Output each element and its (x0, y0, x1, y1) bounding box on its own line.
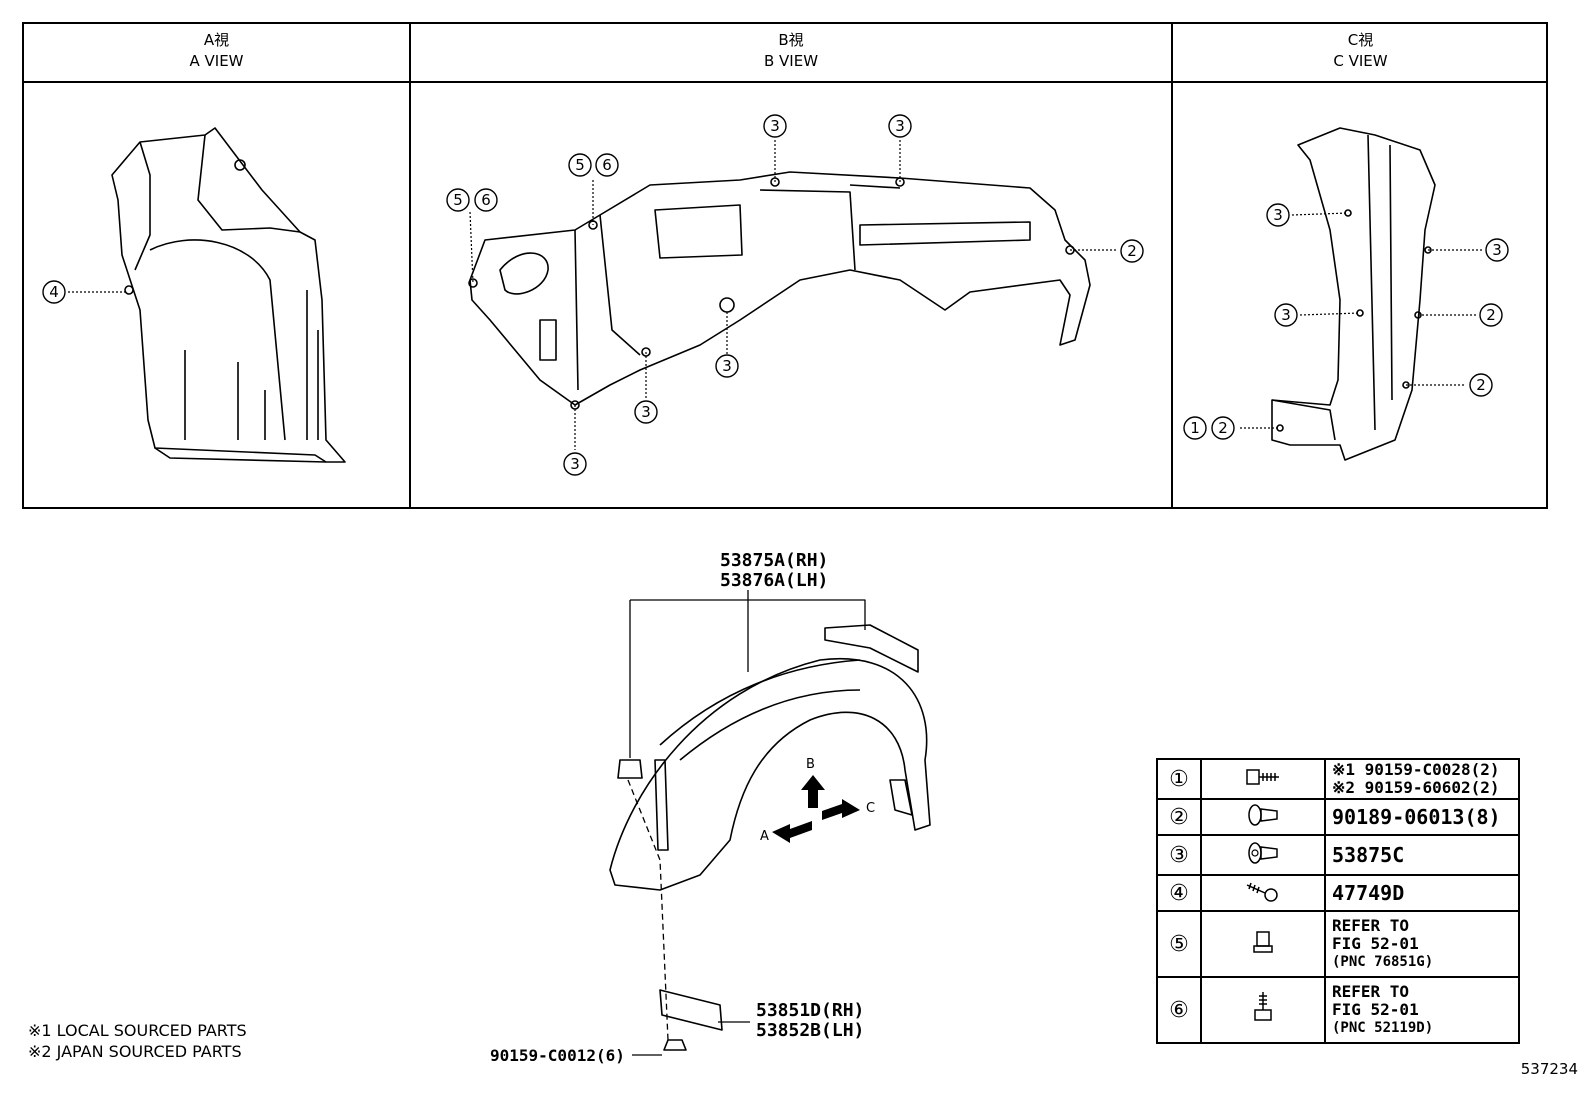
legend-part: 90189-06013(8) (1324, 798, 1520, 836)
legend-number: ③ (1156, 834, 1202, 876)
legend-part: 47749D (1324, 874, 1520, 912)
callout-b-5: 5 (446, 188, 470, 212)
legend-number: ② (1156, 798, 1202, 836)
svg-text:5: 5 (453, 191, 463, 209)
parts-legend: ① ※1 90159-C0028(2)※2 90159-60602(2) ② 9… (1156, 758, 1520, 1044)
svg-text:3: 3 (1281, 306, 1291, 324)
view-divider (1171, 24, 1173, 507)
callout-b-3: 3 (634, 400, 658, 424)
callout-c-3: 3 (1274, 303, 1298, 327)
callout-c-3: 3 (1485, 238, 1509, 262)
view-divider (409, 24, 411, 507)
svg-text:3: 3 (570, 455, 580, 473)
view-a-jp: A視 (203, 31, 230, 49)
svg-text:3: 3 (1273, 206, 1283, 224)
view-b-jp: B視 (778, 31, 804, 49)
svg-text:3: 3 (770, 117, 780, 135)
callout-b-3: 3 (715, 354, 739, 378)
nut-icon (1200, 910, 1326, 978)
callout-b-5: 5 (568, 153, 592, 177)
bolt-icon (1200, 976, 1326, 1044)
clip-icon (1200, 798, 1326, 836)
callout-c-2: 2 (1211, 416, 1235, 440)
note-japan: ※2 JAPAN SOURCED PARTS (28, 1042, 242, 1061)
header-divider (24, 81, 1546, 83)
views-frame: A視 A VIEW B視 B VIEW C視 C VIEW (22, 22, 1548, 509)
callout-b-3: 3 (563, 452, 587, 476)
svg-text:5: 5 (575, 156, 585, 174)
svg-text:3: 3 (1492, 241, 1502, 259)
legend-row: ② 90189-06013(8) (1156, 798, 1520, 836)
callout-b-3: 3 (888, 114, 912, 138)
svg-text:4: 4 (49, 283, 59, 301)
c-view-liner (1271, 127, 1436, 461)
note-local: ※1 LOCAL SOURCED PARTS (28, 1021, 247, 1040)
view-b-en: B VIEW (763, 52, 819, 70)
bracket-rh-label: 53851D(RH) (756, 1000, 865, 1021)
main-liner (609, 624, 931, 1051)
view-b-header: B視 B VIEW (411, 30, 1171, 72)
legend-number: ⑤ (1156, 910, 1202, 978)
sourcing-notes: ※1 LOCAL SOURCED PARTS ※2 JAPAN SOURCED … (28, 1020, 247, 1062)
svg-text:6: 6 (602, 156, 612, 174)
screw-label: 90159-C0012(6) (490, 1046, 625, 1065)
legend-row: ① ※1 90159-C0028(2)※2 90159-60602(2) (1156, 758, 1520, 800)
legend-number: ① (1156, 758, 1202, 800)
screw-icon (1200, 758, 1326, 800)
callout-b-2: 2 (1120, 239, 1144, 263)
arrow-b-label: B (806, 757, 815, 772)
arrow-c-label: C (866, 801, 875, 816)
arrow-a-label: A (760, 829, 769, 844)
figure-number: 537234 (1520, 1060, 1578, 1078)
callout-b-3: 3 (763, 114, 787, 138)
b-view-liner (468, 171, 1091, 410)
callout-c-1: 1 (1183, 416, 1207, 440)
callout-a-4: 4 (42, 280, 66, 304)
bracket-lh-label: 53852B(LH) (756, 1020, 865, 1041)
legend-row: ③ 53875C (1156, 834, 1520, 876)
liner-lh-label: 53876A(LH) (720, 570, 829, 591)
svg-text:3: 3 (895, 117, 905, 135)
svg-text:6: 6 (481, 191, 491, 209)
clip-icon (1200, 834, 1326, 876)
legend-part: 53875C (1324, 834, 1520, 876)
svg-text:2: 2 (1218, 419, 1228, 437)
liner-rh-label: 53875A(RH) (720, 550, 829, 571)
callout-c-3: 3 (1266, 203, 1290, 227)
view-c-jp: C視 (1347, 31, 1374, 49)
svg-text:1: 1 (1190, 419, 1200, 437)
callout-leaders (68, 140, 1482, 450)
callout-c-2: 2 (1479, 303, 1503, 327)
view-a-en: A VIEW (189, 52, 244, 70)
svg-text:2: 2 (1486, 306, 1496, 324)
main-leaders (627, 590, 866, 1056)
svg-text:2: 2 (1127, 242, 1137, 260)
view-a-header: A視 A VIEW (24, 30, 409, 72)
legend-row: ④ 47749D (1156, 874, 1520, 912)
direction-arrows (772, 775, 860, 843)
callout-b-6: 6 (595, 153, 619, 177)
callout-c-2: 2 (1469, 373, 1493, 397)
svg-text:3: 3 (722, 357, 732, 375)
a-view-liner (111, 127, 346, 463)
view-c-en: C VIEW (1333, 52, 1388, 70)
callout-b-6: 6 (474, 188, 498, 212)
legend-part: ※1 90159-C0028(2)※2 90159-60602(2) (1324, 758, 1520, 800)
view-c-header: C視 C VIEW (1173, 30, 1548, 72)
svg-text:2: 2 (1476, 376, 1486, 394)
legend-number: ④ (1156, 874, 1202, 912)
bolt-icon (1200, 874, 1326, 912)
legend-number: ⑥ (1156, 976, 1202, 1044)
svg-text:3: 3 (641, 403, 651, 421)
